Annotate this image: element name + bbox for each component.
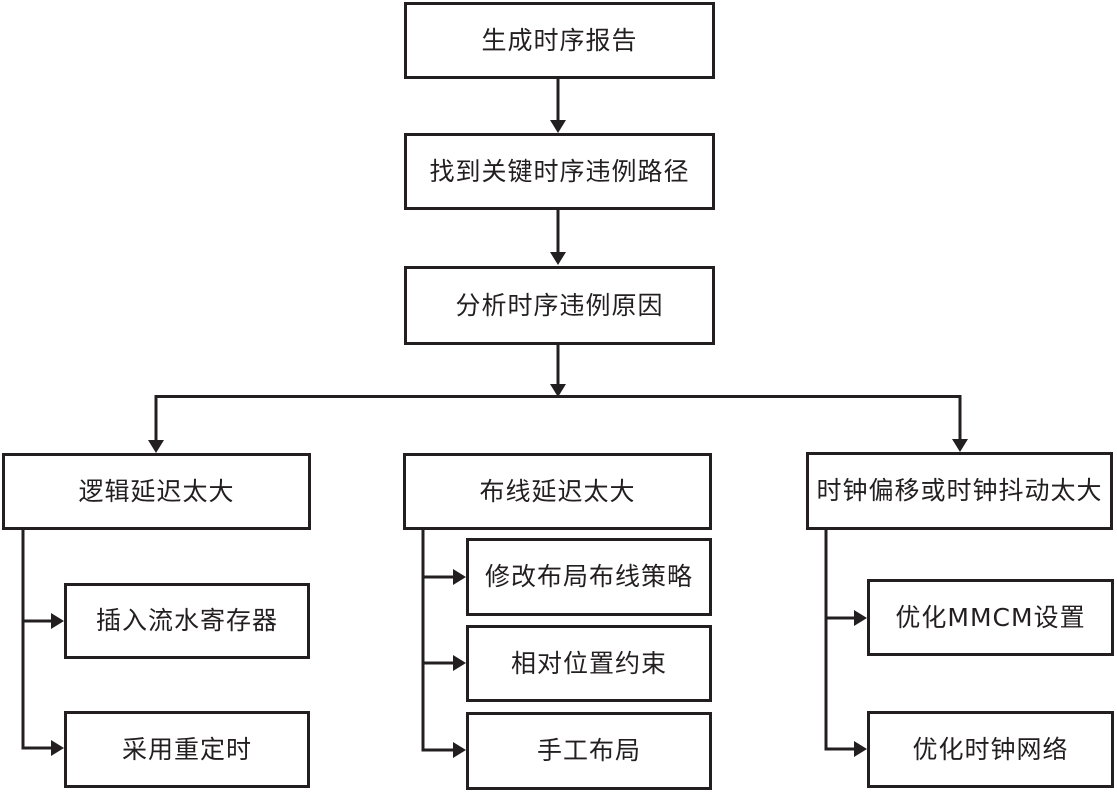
node-routing-delay: 布线延迟太大	[403, 453, 712, 530]
edge-find-violation-path-to-analyze-cause	[550, 210, 566, 265]
node-optimize-clock-network-label: 优化时钟网络	[912, 734, 1069, 764]
node-insert-pipeline-register-label: 插入流水寄存器	[95, 606, 278, 635]
node-logic-delay-label: 逻辑延迟太大	[78, 476, 235, 506]
edge-clock-skew-to-optimize-clock-network	[824, 741, 867, 757]
node-optimize-clock-network: 优化时钟网络	[867, 711, 1114, 788]
node-generate-report: 生成时序报告	[404, 2, 715, 79]
node-relative-location-constraint: 相对位置约束	[466, 625, 712, 702]
node-generate-report-label: 生成时序报告	[481, 25, 638, 55]
edge-routing-delay-to-manual-placement	[421, 742, 466, 758]
node-optimize-mmcm-label: 优化MMCM设置	[895, 602, 1086, 632]
edge-generate-report-to-find-violation-path	[550, 79, 566, 133]
node-relative-location-constraint-label: 相对位置约束	[510, 648, 667, 678]
edge-routing-delay-to-modify-place-route-strategy	[421, 569, 466, 585]
node-routing-delay-label: 布线延迟太大	[479, 476, 636, 506]
node-insert-pipeline-register: 插入流水寄存器	[64, 583, 310, 659]
edge-branch-to-logic-delay	[148, 395, 164, 453]
edge-logic-delay-to-retiming	[21, 740, 64, 756]
node-logic-delay: 逻辑延迟太大	[2, 453, 311, 530]
node-find-violation-path-label: 找到关键时序违例路径	[429, 156, 690, 186]
node-manual-placement-label: 手工布局	[536, 736, 641, 765]
node-find-violation-path: 找到关键时序违例路径	[404, 133, 715, 210]
edge-analyze-cause-to-branch	[550, 345, 566, 397]
edge-branch-to-clock-skew-jitter	[952, 395, 968, 452]
edge-routing-delay-to-relative-location-constraint	[421, 655, 466, 671]
edge-clock-skew-to-optimize-mmcm	[824, 610, 867, 626]
node-clock-skew-jitter: 时钟偏移或时钟抖动太大	[806, 452, 1113, 530]
node-retiming-label: 采用重定时	[121, 734, 252, 764]
node-retiming: 采用重定时	[64, 711, 310, 788]
node-analyze-cause-label: 分析时序违例原因	[455, 290, 664, 320]
edge-logic-delay-to-insert-pipeline-register	[21, 613, 64, 629]
node-modify-place-route-strategy: 修改布局布线策略	[466, 538, 712, 616]
node-clock-skew-jitter-label: 时钟偏移或时钟抖动太大	[816, 476, 1103, 505]
node-manual-placement: 手工布局	[466, 712, 712, 790]
node-modify-place-route-strategy-label: 修改布局布线策略	[484, 562, 693, 591]
node-optimize-mmcm: 优化MMCM设置	[867, 579, 1114, 656]
node-analyze-cause: 分析时序违例原因	[404, 266, 715, 345]
